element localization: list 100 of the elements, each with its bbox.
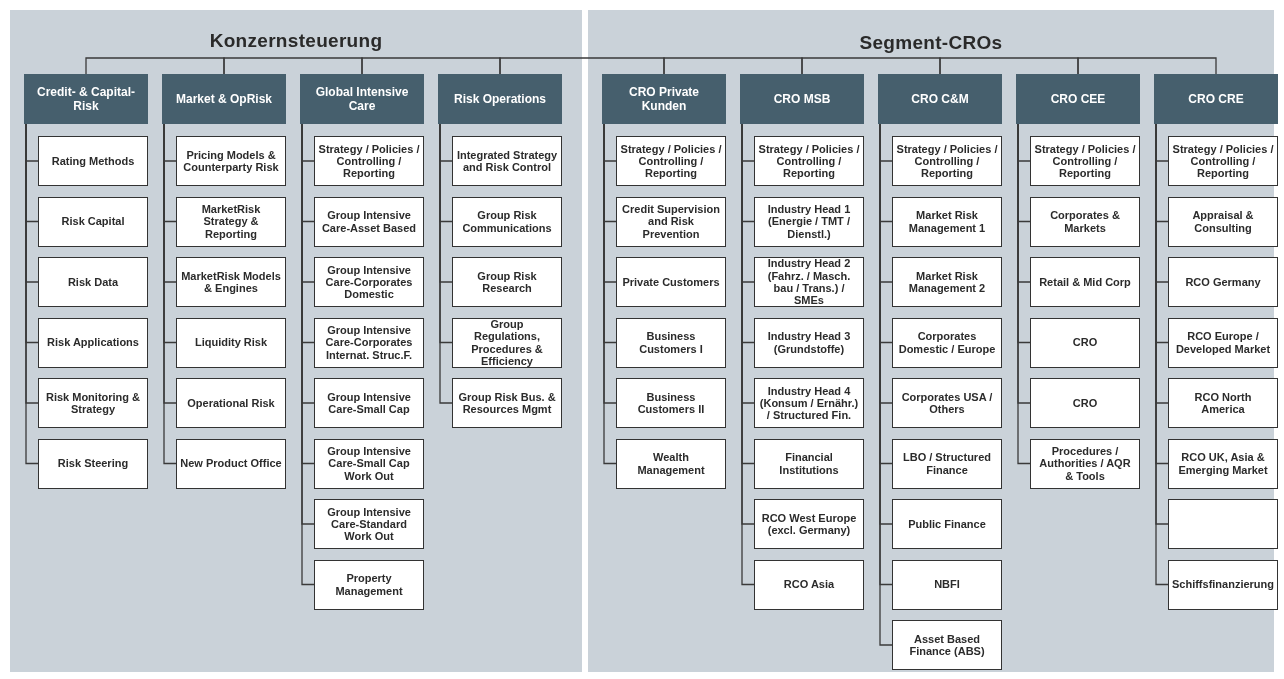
unit-label: RCO North America <box>1193 390 1253 416</box>
unit-box <box>1168 378 1278 428</box>
unit-label: RCO Germany <box>1185 275 1261 289</box>
unit-box <box>314 317 424 368</box>
unit-box <box>176 317 286 368</box>
unit-box <box>176 136 286 186</box>
unit-box <box>314 196 424 247</box>
unit-label: Strategy / Policies / Controlling / Reporting <box>1172 142 1274 180</box>
unit-label: Property Management <box>334 572 404 597</box>
unit-label: Business Customers II <box>636 390 706 416</box>
unit-label: Risk Data <box>67 275 119 289</box>
unit-label: MarketRisk Strategy & Reporting <box>200 203 262 240</box>
unit-box <box>314 438 424 489</box>
unit-box <box>754 257 864 307</box>
unit-label: Retail & Mid Corp <box>1039 275 1131 289</box>
unit-box <box>892 257 1002 307</box>
unit-label: Strategy / Policies / Controlling / Reporting <box>318 142 420 180</box>
connector-line <box>801 57 941 75</box>
unit-box <box>616 136 726 186</box>
header-label: Global Intensive Care <box>314 84 410 114</box>
unit-box <box>38 378 148 428</box>
unit-box <box>892 438 1002 489</box>
header-label: Credit- & Capital-Risk <box>36 84 136 114</box>
unit-label: New Product Office <box>180 457 282 470</box>
unit-label: Appraisal & Consulting <box>1191 209 1255 234</box>
unit-box <box>616 378 726 428</box>
unit-box <box>1168 438 1278 489</box>
unit-label: Strategy / Policies / Controlling / Reporting <box>620 142 722 180</box>
unit-box <box>892 196 1002 247</box>
unit-label: LBO / Structured Finance <box>902 451 992 476</box>
unit-label: Strategy / Policies / Controlling / Reporting <box>896 142 998 180</box>
connector-line <box>439 123 453 404</box>
unit-box <box>1030 378 1140 428</box>
unit-box <box>176 438 286 489</box>
unit-label: Public Finance <box>908 517 986 531</box>
unit-box <box>1030 257 1140 307</box>
unit-box <box>892 317 1002 368</box>
unit-box <box>38 196 148 247</box>
unit-label: RCO Asia <box>783 578 835 591</box>
unit-label: Pricing Models & Counterparty Risk <box>182 148 280 174</box>
unit-box <box>314 559 424 610</box>
unit-label: Liquidity Risk <box>194 336 268 349</box>
connector-line <box>663 57 803 75</box>
unit-label: Rating Methods <box>51 154 135 168</box>
unit-box <box>38 136 148 186</box>
unit-box <box>754 136 864 186</box>
unit-box <box>892 620 1002 670</box>
unit-box <box>616 257 726 307</box>
unit-box <box>176 196 286 247</box>
unit-box <box>1030 317 1140 368</box>
unit-label: Private Customers <box>622 275 720 289</box>
unit-box <box>1168 317 1278 368</box>
unit-box <box>452 378 562 428</box>
connector-line <box>1077 57 1217 75</box>
unit-box <box>892 136 1002 186</box>
unit-label: NBFI <box>934 578 960 591</box>
department-header <box>740 74 864 124</box>
connector-line <box>499 57 665 75</box>
unit-box <box>314 136 424 186</box>
blank-box <box>1168 499 1278 549</box>
department-header <box>438 74 562 124</box>
unit-label: Corporates & Markets <box>1049 209 1121 234</box>
unit-box <box>754 317 864 368</box>
header-label: CRO CRE <box>1188 91 1244 107</box>
department-header <box>602 74 726 124</box>
unit-label: Group Risk Bus. & Resources Mgmt <box>457 390 557 416</box>
unit-label: Risk Applications <box>47 336 139 349</box>
unit-label: Corporates Domestic / Europe <box>897 330 997 355</box>
unit-box <box>754 196 864 247</box>
unit-label: Operational Risk <box>187 396 275 410</box>
unit-box <box>1030 136 1140 186</box>
unit-box <box>1168 559 1278 610</box>
unit-label: Group Intensive Care-Standard Work Out <box>326 505 412 543</box>
unit-label: Group Intensive Care-Corporates Domestic <box>324 263 414 301</box>
department-header <box>300 74 424 124</box>
unit-label: Corporates USA / Others <box>900 390 994 416</box>
unit-label: Credit Supervision and Risk Prevention <box>621 203 721 240</box>
unit-label: CRO <box>1072 336 1098 349</box>
panel-background <box>10 10 582 672</box>
unit-label: Wealth Management <box>636 451 706 476</box>
unit-box <box>616 317 726 368</box>
unit-box <box>754 499 864 549</box>
unit-label: Group Intensive Care-Corporates Internat. Struc.F. <box>324 324 414 361</box>
header-label: CRO CEE <box>1050 91 1106 107</box>
unit-label: Procedures / Authorities / AQR & Tools <box>1038 445 1132 482</box>
department-header <box>1016 74 1140 124</box>
header-label: Risk Operations <box>454 91 546 107</box>
unit-box <box>754 559 864 610</box>
unit-box <box>754 438 864 489</box>
unit-box <box>1168 257 1278 307</box>
unit-label: Group Intensive Care-Asset Based <box>320 209 418 234</box>
connector-line <box>939 57 1079 75</box>
unit-label: Business Customers I <box>638 330 704 355</box>
unit-label: Group Regulations, Procedures & Efficiency <box>470 317 544 368</box>
unit-label: Market Risk Management 2 <box>907 269 987 295</box>
unit-box <box>892 499 1002 549</box>
department-header <box>162 74 286 124</box>
unit-label: MarketRisk Models & Engines <box>180 269 282 295</box>
connector-line <box>85 57 225 75</box>
unit-box <box>314 257 424 307</box>
